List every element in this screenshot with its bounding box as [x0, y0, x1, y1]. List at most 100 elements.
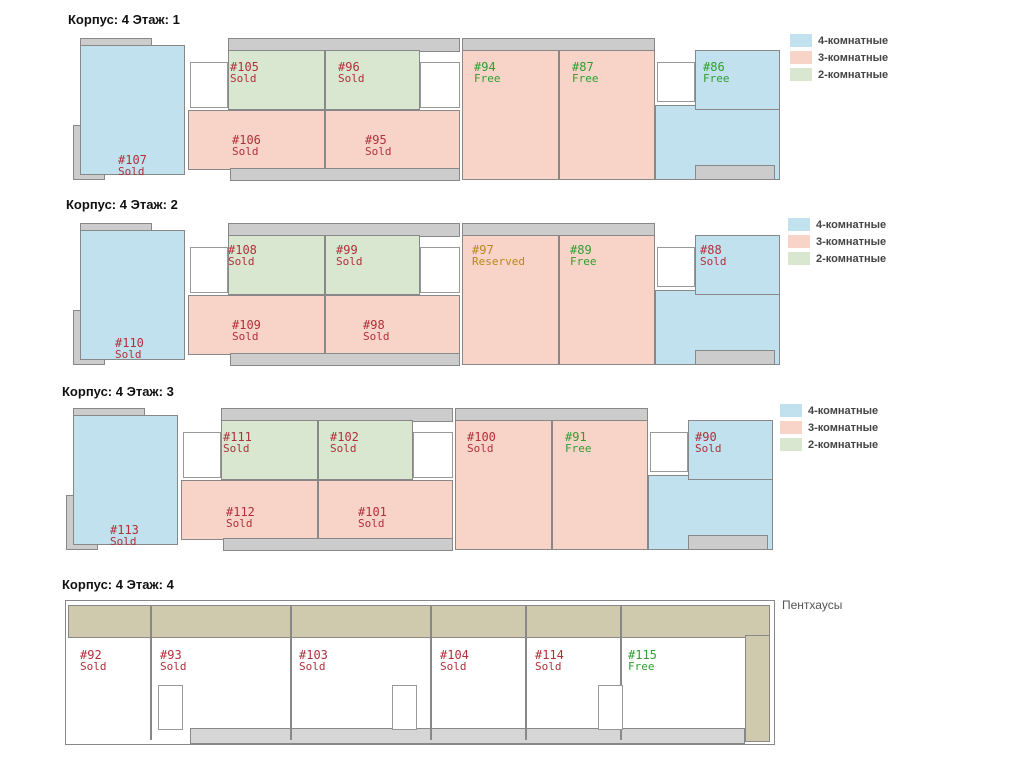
- legend-item-four-room: 4-комнатные: [790, 34, 888, 47]
- unit-number: #115: [628, 648, 657, 662]
- legend-swatch: [790, 34, 812, 47]
- unit-three-room[interactable]: [188, 295, 325, 355]
- unit-three-room[interactable]: [552, 420, 648, 550]
- unit-status: Free: [565, 442, 592, 455]
- legend-swatch: [780, 404, 802, 417]
- legend-swatch: [780, 438, 802, 451]
- balcony: [695, 350, 775, 365]
- unit-number: #86: [703, 60, 725, 74]
- stairwell: [190, 247, 228, 293]
- unit-status: Sold: [230, 72, 257, 85]
- unit-status: Sold: [365, 145, 392, 158]
- unit-number: #91: [565, 430, 587, 444]
- unit-three-room[interactable]: [325, 295, 460, 355]
- unit-three-room[interactable]: [181, 480, 318, 540]
- unit-status: Sold: [358, 517, 385, 530]
- legend-item-two-room: 2-комнатные: [790, 68, 888, 81]
- terrace: [745, 635, 770, 742]
- legend-swatch: [788, 218, 810, 231]
- wall: [430, 605, 432, 740]
- legend-item-two-room: 2-комнатные: [780, 438, 878, 451]
- unit-status: Free: [474, 72, 501, 85]
- unit-number: #101: [358, 505, 387, 519]
- unit-status: Sold: [110, 535, 137, 548]
- unit-two-room[interactable]: [228, 50, 325, 110]
- unit-three-room[interactable]: [559, 235, 655, 365]
- unit-four-room[interactable]: [695, 235, 780, 295]
- unit-three-room[interactable]: [188, 110, 325, 170]
- unit-number: #90: [695, 430, 717, 444]
- unit-three-room[interactable]: [455, 420, 552, 550]
- unit-number: #103: [299, 648, 328, 662]
- unit-status: Sold: [223, 442, 250, 455]
- unit-two-room[interactable]: [221, 420, 318, 480]
- unit-three-room[interactable]: [462, 235, 559, 365]
- unit-four-room[interactable]: [73, 415, 178, 545]
- unit-two-room[interactable]: [325, 50, 420, 110]
- unit-status: Sold: [535, 660, 562, 673]
- wall: [290, 605, 292, 740]
- unit-number: #96: [338, 60, 360, 74]
- unit-number: #92: [80, 648, 102, 662]
- unit-three-room[interactable]: [559, 50, 655, 180]
- unit-three-room[interactable]: [325, 110, 460, 170]
- unit-status: Sold: [226, 517, 253, 530]
- unit-status: Sold: [115, 348, 142, 361]
- stairwell: [420, 62, 460, 108]
- unit-status: Sold: [363, 330, 390, 343]
- unit-status: Sold: [232, 145, 259, 158]
- unit-two-room[interactable]: [325, 235, 420, 295]
- unit-four-room[interactable]: [695, 50, 780, 110]
- legend-label: 3-комнатные: [818, 51, 889, 64]
- unit-number: #97: [472, 243, 494, 257]
- unit-four-room[interactable]: [80, 45, 185, 175]
- unit-number: #107: [118, 153, 147, 167]
- unit-two-room[interactable]: [318, 420, 413, 480]
- legend-label: 4-комнатные: [818, 34, 889, 47]
- unit-number: #112: [226, 505, 255, 519]
- unit-status: Sold: [700, 255, 727, 268]
- unit-number: #98: [363, 318, 385, 332]
- unit-three-room[interactable]: [462, 50, 559, 180]
- unit-four-room[interactable]: [688, 420, 773, 480]
- stairwell: [598, 685, 623, 730]
- unit-two-room[interactable]: [228, 235, 325, 295]
- unit-four-room[interactable]: [80, 230, 185, 360]
- unit-three-room[interactable]: [318, 480, 453, 540]
- unit-status: Free: [570, 255, 597, 268]
- legend-penthouse: Пентхаусы: [782, 598, 843, 612]
- unit-status: Sold: [299, 660, 326, 673]
- unit-status: Sold: [695, 442, 722, 455]
